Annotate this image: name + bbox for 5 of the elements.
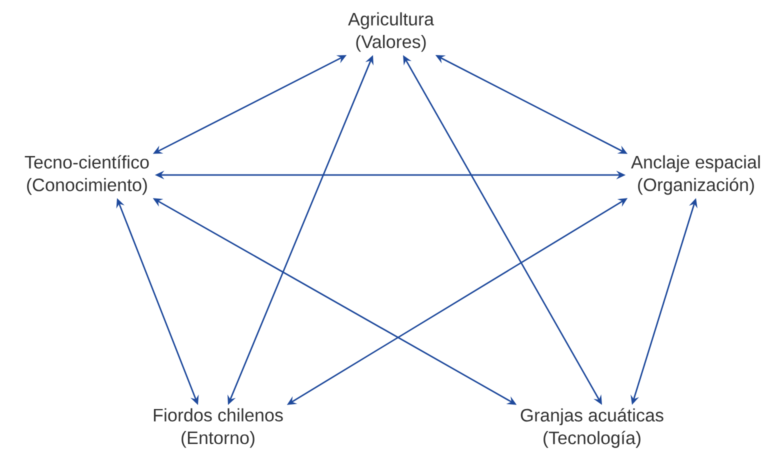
node-label: Fiordos chilenos (Entorno)	[154, 408, 283, 448]
node-label: Agricultura (Valores)	[348, 12, 434, 52]
node-label: Anclaje espacial (Organización)	[631, 155, 760, 195]
node-label: Tecno-científico (Conocimiento)	[24, 155, 149, 195]
node-label: Granjas acuáticas (Tecnología)	[520, 408, 664, 448]
